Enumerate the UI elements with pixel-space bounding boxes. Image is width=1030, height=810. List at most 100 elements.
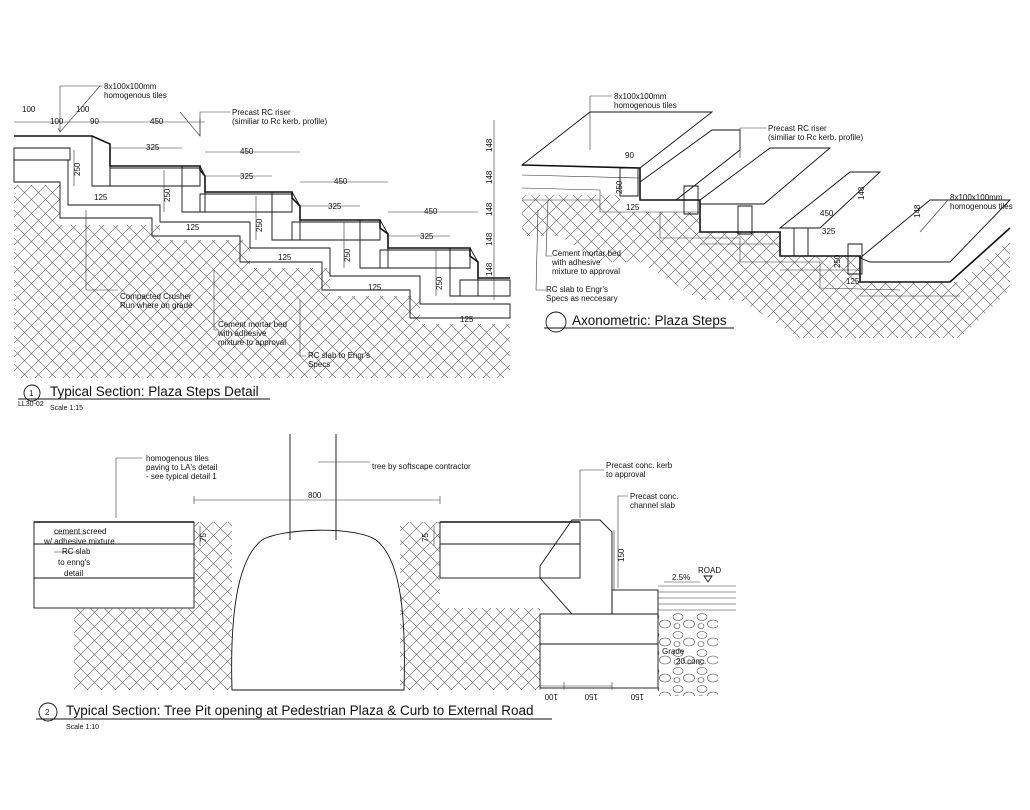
road-label: ROAD xyxy=(698,566,721,575)
s2-tiles-label-3: - see typical detail 1 xyxy=(146,472,217,481)
right-rc-slab xyxy=(439,543,581,579)
slab-label-2: Specs xyxy=(308,360,330,369)
section1-title: Typical Section: Plaza Steps Detail xyxy=(50,384,259,399)
kerb-base xyxy=(539,613,659,645)
axon-tiles-label-3: 8x100x100mm xyxy=(950,193,1003,202)
riser-3 xyxy=(271,191,301,241)
right-screed xyxy=(439,521,581,545)
section2-number-circle xyxy=(38,702,58,722)
channel-label-2: channel slab xyxy=(630,501,675,510)
dim-250: 250 xyxy=(435,276,444,290)
section1-number: 1 xyxy=(29,389,34,398)
axon-dim-90: 90 xyxy=(625,151,634,160)
axon-slab-label-1: RC slab to Engr's xyxy=(546,285,608,294)
dim-148: 148 xyxy=(485,232,494,246)
riser-leader-1 xyxy=(199,111,230,136)
dim-125: 125 xyxy=(186,223,200,232)
section1-number-circle xyxy=(23,384,41,402)
dim-148: 148 xyxy=(485,170,494,184)
riser-dim-lines xyxy=(73,120,495,300)
axon-tiles-label-4: homogenous tiles xyxy=(950,202,1013,211)
dim-450: 450 xyxy=(424,207,438,216)
s2-slab-label-2: to enng's xyxy=(58,558,90,567)
dim-100: 100 xyxy=(76,105,90,114)
dim-800: 800 xyxy=(308,491,322,500)
dim-150: 150 xyxy=(584,692,598,701)
grade-label-2: 20 conc. xyxy=(676,657,706,666)
axon-riser-1 xyxy=(619,167,639,197)
axon-riser-label-1: Precast RC riser xyxy=(768,124,827,133)
s2-tiles-label-2: paving to LA's detail xyxy=(146,463,218,472)
dim-125: 125 xyxy=(94,193,108,202)
rc-slab-band xyxy=(13,159,511,319)
dim-150-vertical: 150 xyxy=(617,548,626,562)
axon-mortar-label-2: with adhesive xyxy=(551,258,601,267)
crusher-label-1: Compacted Crusher xyxy=(120,292,192,301)
axon-title: Axonometric: Plaza Steps xyxy=(572,313,727,328)
plaza-steps-section: 8x100x100mm homogenous tiles Precast RC … xyxy=(13,82,511,412)
dim-325: 325 xyxy=(328,202,342,211)
axon-dim-450: 450 xyxy=(820,209,834,218)
axon-tile-field-5 xyxy=(859,199,1012,263)
axon-riser-4 xyxy=(793,227,809,257)
dim-325: 325 xyxy=(240,172,254,181)
dim-150: 150 xyxy=(630,692,644,701)
dim-100: 100 xyxy=(544,692,558,701)
section1-ref: LL30-02 xyxy=(18,401,44,408)
dim-125: 125 xyxy=(368,283,382,292)
axon-riser-5 xyxy=(847,243,863,275)
dim-100: 100 xyxy=(50,117,64,126)
riser-4 xyxy=(359,219,389,269)
axonometric-steps: 8x100x100mm homogenous tiles Precast RC … xyxy=(520,92,1013,338)
dim-75: 75 xyxy=(421,533,430,542)
axon-mortar-label-1: Cement mortar bed xyxy=(552,249,621,258)
axon-title-circle xyxy=(545,311,567,333)
section2-number: 2 xyxy=(45,708,50,717)
dim-450: 450 xyxy=(150,117,164,126)
dim-125: 125 xyxy=(278,253,292,262)
axon-tile-field-1 xyxy=(520,111,714,169)
riser-label-1: Precast RC riser xyxy=(232,108,291,117)
axon-tiles-label-2: homogenous tiles xyxy=(614,101,677,110)
dim-90: 90 xyxy=(90,117,99,126)
pit-soil-left xyxy=(74,522,232,690)
screed-label-2: w/ adhesive mixture xyxy=(43,537,115,546)
riser-2 xyxy=(181,165,206,213)
axon-dim-125: 125 xyxy=(626,203,640,212)
axon-leaders xyxy=(535,95,949,291)
tree-pit-opening xyxy=(231,529,405,691)
pit-soil-right xyxy=(400,522,540,690)
axon-ground-hatch xyxy=(522,195,1010,338)
tree-trunk xyxy=(289,434,337,540)
channel-label-1: Precast conc. xyxy=(630,492,678,501)
s2-slab-label-3: detail xyxy=(64,569,83,578)
slab-label-1: RC slab to Engr's xyxy=(308,351,370,360)
screed-label-1: cement screed xyxy=(54,527,106,536)
tiles-label-1: 8x100x100mm xyxy=(104,82,157,91)
dim-250: 250 xyxy=(73,162,82,176)
riser-1 xyxy=(91,135,111,187)
left-subbase xyxy=(33,577,195,609)
dim-125: 125 xyxy=(460,315,474,324)
axon-dim-325: 325 xyxy=(822,227,836,236)
dim-250: 250 xyxy=(163,188,172,202)
axon-mortar-label-3: mixture to approval xyxy=(552,267,620,276)
axon-tile-field-2 xyxy=(639,129,741,201)
crusher-label-2: Run where on grade xyxy=(120,301,193,310)
axon-riser-2 xyxy=(683,185,699,215)
dim-75: 75 xyxy=(199,533,208,542)
axon-step-profile xyxy=(521,164,1011,283)
axon-riser-label-2: (similiar to Rc kerb. profile) xyxy=(768,133,863,142)
axon-dim-250: 250 xyxy=(833,254,842,268)
tiles-label-2: homogenous tiles xyxy=(104,91,167,100)
dim-325: 325 xyxy=(420,232,434,241)
mortar-label-3: mixture to approval xyxy=(218,338,286,347)
section2-title: Typical Section: Tree Pit opening at Ped… xyxy=(66,703,534,718)
dim-450: 450 xyxy=(334,177,348,186)
dim-100: 100 xyxy=(22,105,36,114)
axon-tiles-label-1: 8x100x100mm xyxy=(614,92,667,101)
axon-layer-lines xyxy=(521,174,960,297)
road-surface xyxy=(658,585,736,611)
precast-kerb xyxy=(539,519,613,615)
dim-250: 250 xyxy=(255,218,264,232)
